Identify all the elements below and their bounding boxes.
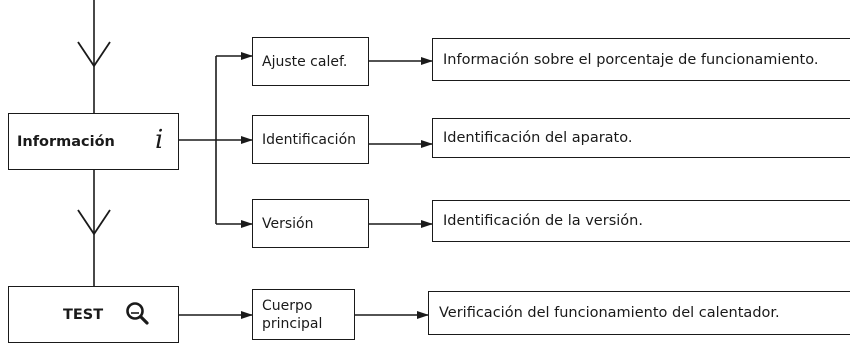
desc-text: Identificación del aparato. [443, 130, 633, 146]
chevron-down-icon [77, 209, 111, 236]
sub-box-label: Cuerpo principal [262, 297, 322, 333]
desc-box-version: Identificación de la versión. [432, 200, 850, 242]
magnifier-icon [126, 302, 149, 325]
sub-box-label-line2: principal [262, 315, 323, 332]
desc-text: Verificación del funcionamiento del cale… [439, 305, 780, 321]
sub-box-label-line1: Cuerpo [262, 297, 313, 314]
test-node: TEST [8, 286, 179, 343]
sub-box-cuerpo-principal: Cuerpo principal [252, 289, 355, 340]
sub-box-version: Versión [252, 199, 369, 248]
sub-box-identificacion: Identificación [252, 115, 369, 164]
sub-box-label: Ajuste calef. [262, 53, 348, 70]
test-node-label: TEST [63, 307, 104, 323]
info-node-label: Información [17, 134, 115, 150]
sub-box-label: Identificación [262, 131, 357, 148]
italic-i-info-icon: i [155, 125, 164, 155]
desc-box-cuerpo: Verificación del funcionamiento del cale… [428, 291, 850, 335]
desc-box-identificacion: Identificación del aparato. [432, 118, 850, 158]
sub-box-ajuste: Ajuste calef. [252, 37, 369, 86]
desc-box-ajuste: Información sobre el porcentaje de funci… [432, 38, 850, 81]
chevron-down-icon [77, 41, 111, 68]
desc-text: Identificación de la versión. [443, 213, 643, 229]
info-node: Información i [8, 113, 179, 170]
desc-text: Información sobre el porcentaje de funci… [443, 51, 819, 68]
sub-box-label: Versión [262, 215, 314, 232]
